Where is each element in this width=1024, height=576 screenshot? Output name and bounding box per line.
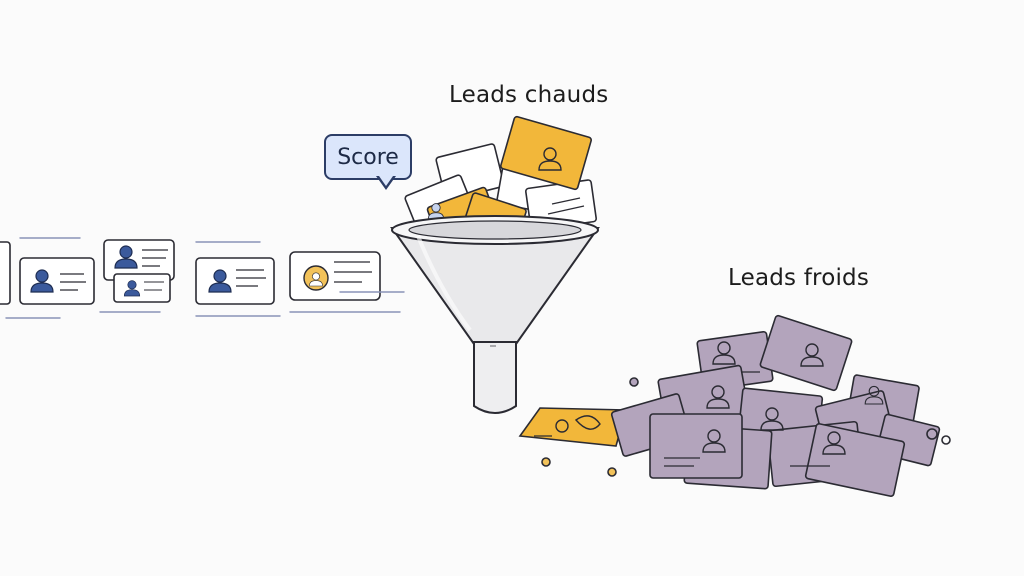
score-bubble: Score	[324, 134, 412, 180]
incoming-lead-card	[0, 241, 11, 305]
incoming-leads	[0, 239, 381, 305]
funnel-icon	[390, 215, 600, 414]
incoming-lead-card	[289, 251, 381, 301]
motion-lines	[5, 237, 405, 319]
incoming-lead-card	[195, 257, 275, 305]
score-bubble-tail-fill	[379, 176, 393, 186]
cold-leads-pile	[610, 314, 951, 497]
hot-lead-card-fallen	[518, 407, 628, 477]
incoming-lead-card	[113, 273, 171, 303]
incoming-lead-card	[19, 257, 95, 305]
hot-leads-label: Leads chauds	[449, 82, 609, 108]
incoming-lead-card	[103, 239, 175, 281]
cold-leads-label: Leads froids	[728, 265, 870, 291]
